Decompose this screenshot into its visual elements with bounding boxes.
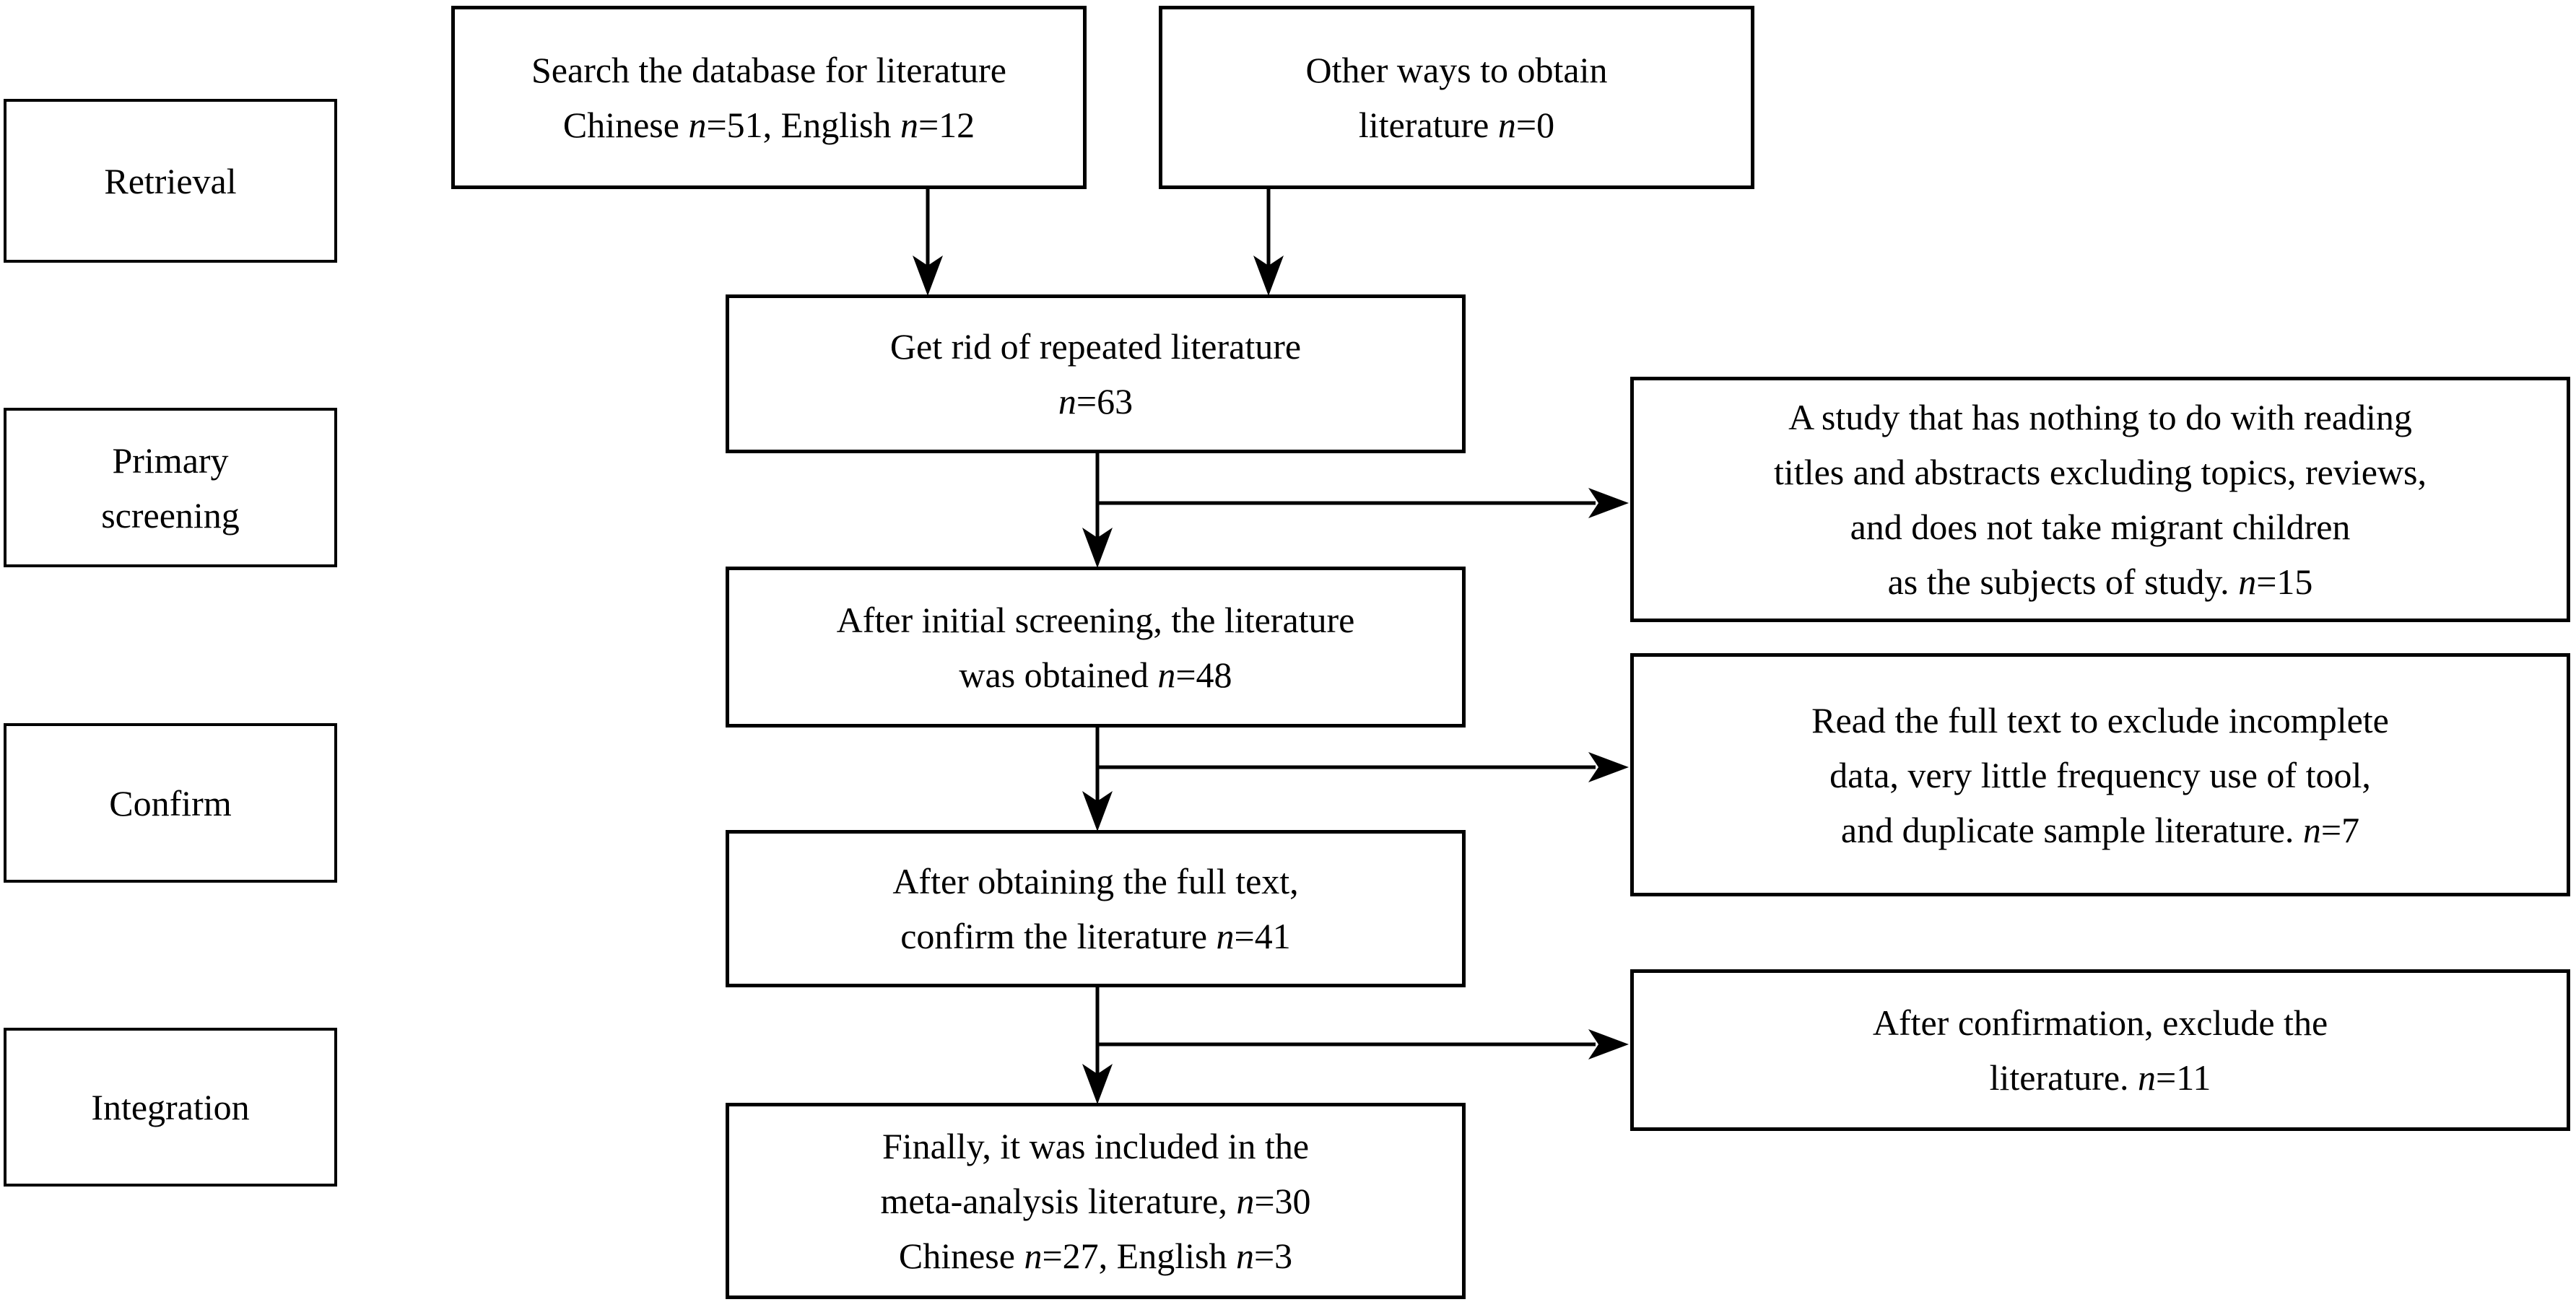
stage-label-confirm: Confirm [4,723,337,883]
connector-otherways-to-dedup [1253,189,1284,296]
connector-dedup-to-initial [1082,453,1113,568]
branch-to-exclusion-confirm [1097,1029,1629,1059]
box-exclusion-titles-abstracts: A study that has nothing to do with read… [1630,377,2570,622]
branch-to-exclusion-fulltext [1097,752,1629,782]
connector-initial-to-fulltext [1082,728,1113,831]
stage-label-retrieval: Retrieval [4,99,337,263]
box-full-text-confirm: After obtaining the full text,confirm th… [726,830,1466,987]
branch-to-exclusion-titles [1097,488,1629,518]
box-exclusion-full-text: Read the full text to exclude incomplete… [1630,653,2570,896]
stage-label-integration: Integration [4,1028,337,1187]
connector-search-to-dedup [913,189,943,296]
connector-fulltext-to-final [1082,987,1113,1104]
